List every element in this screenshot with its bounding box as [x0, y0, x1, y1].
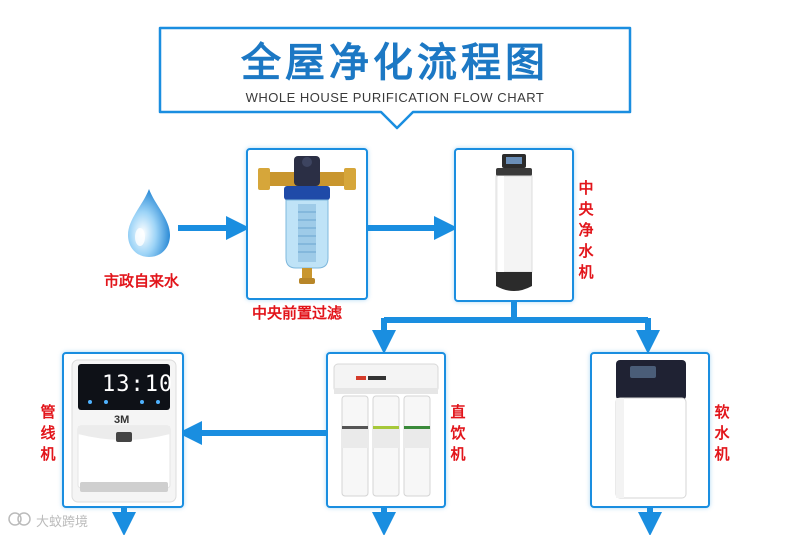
node-prefilter	[246, 148, 368, 300]
label-central-purifier: 中央净水机	[576, 178, 596, 283]
direct-drink-image	[328, 354, 444, 506]
prefilter-image	[248, 150, 366, 298]
node-central-purifier	[454, 148, 574, 302]
label-direct-drink: 直饮机	[448, 402, 468, 465]
label-softener: 软水机	[712, 402, 732, 465]
dispenser-time-display: 13:10	[102, 372, 173, 397]
node-direct-drink	[326, 352, 446, 508]
watermark-logo-icon	[8, 510, 32, 528]
dispenser-brand: 3M	[114, 414, 129, 426]
softener-image	[592, 354, 708, 506]
watermark-text: 大蚊跨境	[36, 511, 88, 530]
label-prefilter: 中央前置过滤	[252, 302, 342, 323]
connector-central-split	[384, 302, 648, 320]
label-municipal-water: 市政自来水	[104, 270, 179, 291]
label-pipeline-dispenser: 管线机	[38, 402, 58, 465]
central-purifier-image	[456, 150, 572, 300]
node-softener	[590, 352, 710, 508]
node-pipeline-dispenser: 13:10 3M	[62, 352, 184, 508]
water-drop-icon	[118, 185, 180, 265]
